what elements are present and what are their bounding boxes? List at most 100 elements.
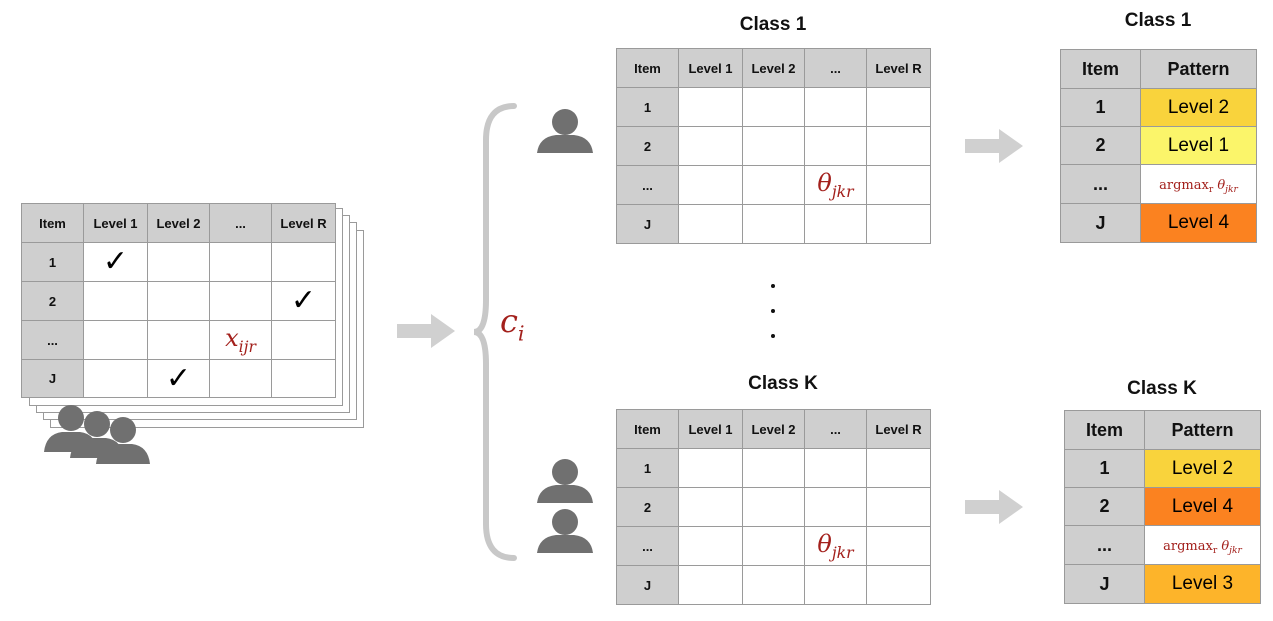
cell [147, 242, 210, 282]
cell [678, 448, 743, 488]
theta-subscript: jkr [831, 183, 854, 202]
people-group-icon [44, 405, 150, 464]
cell [678, 204, 743, 244]
variable-subscript: ijr [238, 338, 256, 357]
argmax-symbol: θ [1217, 177, 1226, 193]
header-pattern: Pattern [1144, 410, 1261, 450]
check-icon: ✓ [102, 244, 129, 279]
pattern-cell: Level 4 [1140, 203, 1257, 243]
cell [866, 487, 931, 527]
cell [804, 448, 867, 488]
cell [209, 281, 272, 321]
response-variable: xijr [209, 320, 272, 360]
cell [866, 448, 931, 488]
cell [742, 565, 805, 605]
argmax-symbol-subscript: jkr [1225, 185, 1238, 196]
cell [83, 359, 148, 398]
cell [866, 526, 931, 566]
header-level-2: Level 2 [147, 203, 210, 243]
pattern-cell: Level 2 [1144, 449, 1261, 488]
cell [147, 281, 210, 321]
row-label: J [616, 565, 679, 605]
class-k-pattern-title: Class K [1127, 378, 1197, 399]
ellipsis-dot [771, 309, 775, 313]
cell [271, 320, 336, 360]
argmax-text: argmax [1159, 177, 1209, 193]
theta-symbol: θ [817, 529, 832, 558]
person-icon [537, 459, 593, 503]
cell [742, 448, 805, 488]
row-label: 1 [616, 448, 679, 488]
cell [271, 359, 336, 398]
theta-parameter: θjkr [804, 165, 867, 205]
cell [866, 165, 931, 205]
cell [804, 87, 867, 127]
cell: ✓ [83, 242, 148, 282]
cell [866, 204, 931, 244]
cell: ✓ [271, 281, 336, 321]
arrow-right-icon [965, 129, 1023, 163]
row-label: 1 [21, 242, 84, 282]
row-label: 2 [21, 281, 84, 321]
header-ellipsis: ... [804, 48, 867, 88]
row-label: ... [1060, 164, 1141, 204]
theta-symbol: θ [817, 168, 832, 197]
cell [678, 526, 743, 566]
person-icon [537, 109, 593, 153]
class-1-title: Class 1 [739, 14, 807, 35]
cell [678, 487, 743, 527]
row-label: 2 [1060, 126, 1141, 165]
argmax-subscript: r [1212, 546, 1218, 557]
row-label: 2 [1064, 487, 1145, 526]
argmax-symbol-subscript: jkr [1229, 546, 1242, 557]
argmax-text: argmax [1163, 538, 1213, 554]
cell [678, 126, 743, 166]
class-1-pattern-title: Class 1 [1124, 10, 1192, 31]
check-icon: ✓ [290, 283, 317, 318]
row-label: 1 [616, 87, 679, 127]
row-label: ... [1064, 525, 1145, 565]
cell [678, 165, 743, 205]
cell [678, 565, 743, 605]
variable-symbol: x [225, 323, 239, 352]
arrow-right-icon [397, 314, 455, 348]
header-ellipsis: ... [804, 409, 867, 449]
row-label: 1 [1064, 449, 1145, 488]
pattern-cell: Level 3 [1144, 564, 1261, 604]
theta-subscript: jkr [831, 544, 854, 563]
row-label: ... [616, 526, 679, 566]
cell [83, 320, 148, 360]
row-label: J [1064, 564, 1145, 604]
cell [742, 165, 805, 205]
cell [742, 126, 805, 166]
cell [804, 204, 867, 244]
theta-parameter: θjkr [804, 526, 867, 566]
pattern-cell: Level 2 [1140, 88, 1257, 127]
class-1-theta-table: Item Level 1 Level 2 ... Level R 1 2 ...… [616, 48, 931, 244]
ellipsis-dot [771, 334, 775, 338]
argmax-cell: argmaxr θjkr [1140, 164, 1257, 204]
header-level-r: Level R [271, 203, 336, 243]
class-1-pattern-table: Item Pattern 1 Level 2 2 Level 1 ... arg… [1060, 49, 1257, 243]
cell [804, 126, 867, 166]
pattern-cell: Level 1 [1140, 126, 1257, 165]
header-item: Item [1064, 410, 1145, 450]
cell: ✓ [147, 359, 210, 398]
brace-icon [473, 103, 517, 561]
argmax-cell: argmaxr θjkr [1144, 525, 1261, 565]
person-icon [537, 509, 593, 553]
cell [742, 487, 805, 527]
argmax-subscript: r [1208, 185, 1214, 196]
class-k-title: Class K [748, 373, 818, 394]
row-label: J [616, 204, 679, 244]
header-item: Item [616, 48, 679, 88]
header-item: Item [21, 203, 84, 243]
cell [209, 359, 272, 398]
header-level-1: Level 1 [83, 203, 148, 243]
latent-class-label: ci [500, 302, 525, 345]
cell [866, 87, 931, 127]
row-label: 1 [1060, 88, 1141, 127]
row-label: 2 [616, 126, 679, 166]
header-item: Item [1060, 49, 1141, 89]
header-ellipsis: ... [209, 203, 272, 243]
